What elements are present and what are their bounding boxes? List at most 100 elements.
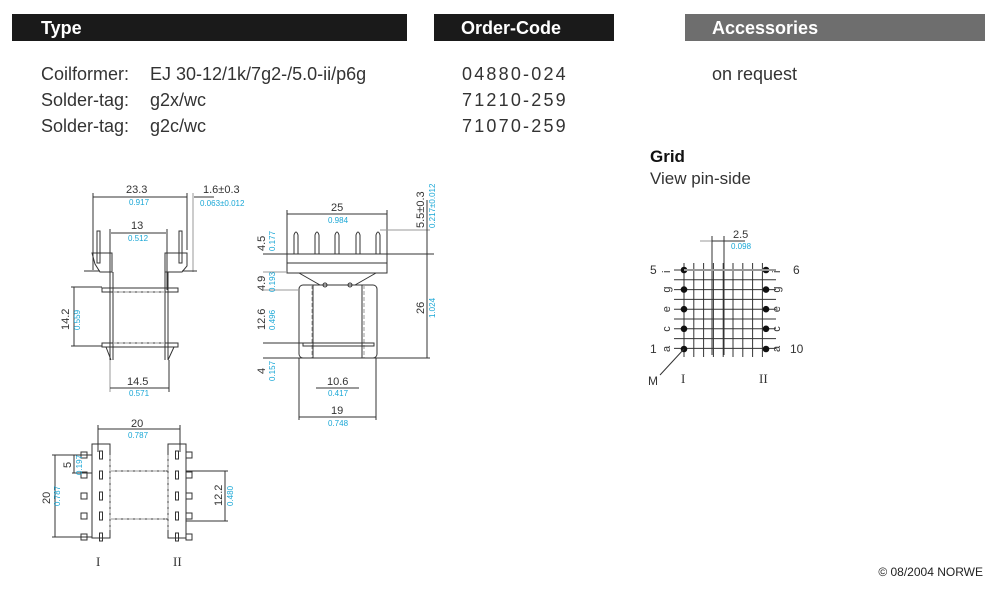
order-code: 71210-259 xyxy=(462,90,568,110)
row-letter: g xyxy=(661,286,673,292)
marker-m: M xyxy=(648,374,658,388)
dim-10-6-mm: 10.6 xyxy=(327,376,348,388)
order-code-header: Order-Code xyxy=(434,14,614,41)
dim-4-in: 0.157 xyxy=(268,360,277,381)
pin-slot xyxy=(175,511,179,521)
pin-slot xyxy=(175,450,179,460)
side-label-ii: II xyxy=(173,554,182,569)
item-value: EJ 30-12/1k/7g2-/5.0-ii/p6g xyxy=(150,64,367,84)
item-label: Coilformer: xyxy=(41,64,130,84)
dim-12-6-in: 0.496 xyxy=(268,309,277,330)
dim-13-mm: 13 xyxy=(131,220,143,232)
row-letter: c xyxy=(661,326,673,332)
row-letter: i xyxy=(771,271,783,273)
dim-14-5-mm: 14.5 xyxy=(127,376,148,388)
item-label: Solder-tag: xyxy=(41,90,130,110)
item-value: g2c/wc xyxy=(150,116,207,136)
dim-14-2-in: 0.559 xyxy=(73,309,82,330)
dim-25-mm: 25 xyxy=(331,202,343,214)
grid-pitch-mm: 2.5 xyxy=(733,229,748,241)
pin-slot xyxy=(99,450,103,460)
type-header: Type xyxy=(12,14,407,41)
pin-tab xyxy=(80,533,88,541)
order-code: 04880-024 xyxy=(462,64,568,84)
pin-slot xyxy=(175,532,179,542)
pin-slot xyxy=(99,470,103,480)
dim-5-5-mm: 5.5±0.3 xyxy=(415,191,427,228)
pin-slot xyxy=(175,491,179,501)
pin-dot xyxy=(762,325,770,333)
dim-23-3-mm: 23.3 xyxy=(126,184,147,196)
dim-13-in: 0.512 xyxy=(128,234,149,243)
dim-5-mm: 5 xyxy=(62,462,74,468)
pin-slot xyxy=(175,470,179,480)
row-letter: a xyxy=(771,345,783,352)
item-value: g2x/wc xyxy=(150,90,207,110)
pin-slot xyxy=(99,511,103,521)
pin-tab xyxy=(185,533,193,541)
dim-10-6-in: 0.417 xyxy=(328,389,349,398)
dim-20-left-in: 0.787 xyxy=(53,485,62,506)
pin-tab xyxy=(185,492,193,500)
dim-26-mm: 26 xyxy=(415,302,427,314)
dim-4-9-in: 0.193 xyxy=(268,271,277,292)
copyright: © 08/2004 NORWE xyxy=(878,565,983,579)
dim-12-2-in: 0.480 xyxy=(226,485,235,506)
grid-title: Grid xyxy=(650,147,685,166)
pin-slot xyxy=(99,491,103,501)
dim-20-left-mm: 20 xyxy=(41,492,53,504)
pin-tab xyxy=(80,492,88,500)
dim-1-6-in: 0.063±0.012 xyxy=(200,199,245,208)
item-label: Solder-tag: xyxy=(41,116,130,136)
dim-5-5-in: 0.217±0.012 xyxy=(428,183,437,228)
pin-tab xyxy=(80,512,88,520)
grid-side-ii: II xyxy=(759,371,768,386)
pin-tab xyxy=(80,471,88,479)
row-letter: a xyxy=(661,345,673,352)
side-label-i: I xyxy=(96,554,100,569)
row-letter: e xyxy=(771,306,783,312)
grid-subtitle: View pin-side xyxy=(650,169,751,188)
row-letter: g xyxy=(771,286,783,292)
pin-tab xyxy=(80,451,88,459)
dim-12-2-mm: 12.2 xyxy=(213,485,225,506)
accessories-text: on request xyxy=(712,64,798,84)
pin-label-5: 5 xyxy=(650,263,657,277)
pin-dot xyxy=(762,345,770,353)
dim-4-5-in: 0.177 xyxy=(268,230,277,251)
pin-dot xyxy=(762,305,770,313)
pin-tab xyxy=(185,512,193,520)
pin-tab xyxy=(185,451,193,459)
dim-4-9-mm: 4.9 xyxy=(256,276,268,291)
dim-25-in: 0.984 xyxy=(328,216,349,225)
pin-slot xyxy=(99,532,103,542)
row-letter: i xyxy=(661,271,673,273)
dim-4-5-mm: 4.5 xyxy=(256,236,268,251)
pin-label-10: 10 xyxy=(790,342,804,356)
dim-23-3-in: 0.917 xyxy=(129,198,150,207)
dim-26-in: 1.024 xyxy=(428,297,437,318)
dim-12-6-mm: 12.6 xyxy=(256,309,268,330)
pin-dot xyxy=(680,325,688,333)
dim-14-2-mm: 14.2 xyxy=(60,309,72,330)
pin-tab xyxy=(185,471,193,479)
dim-20-top-mm: 20 xyxy=(131,418,143,430)
pin-dot xyxy=(762,286,770,293)
dim-1-6-mm: 1.6±0.3 xyxy=(203,184,240,196)
dim-5-in: 0.197 xyxy=(75,454,84,475)
pin-dot xyxy=(680,305,688,313)
row-letter: e xyxy=(661,306,673,312)
row-letter: c xyxy=(771,326,783,332)
dim-4-mm: 4 xyxy=(256,368,268,374)
order-code: 71070-259 xyxy=(462,116,568,136)
dim-20-top-in: 0.787 xyxy=(128,431,149,440)
grid-pitch-in: 0.098 xyxy=(731,242,752,251)
pin-label-6: 6 xyxy=(793,263,800,277)
accessories-header: Accessories xyxy=(685,14,985,41)
grid-side-i: I xyxy=(681,371,685,386)
dim-19-in: 0.748 xyxy=(328,419,349,428)
